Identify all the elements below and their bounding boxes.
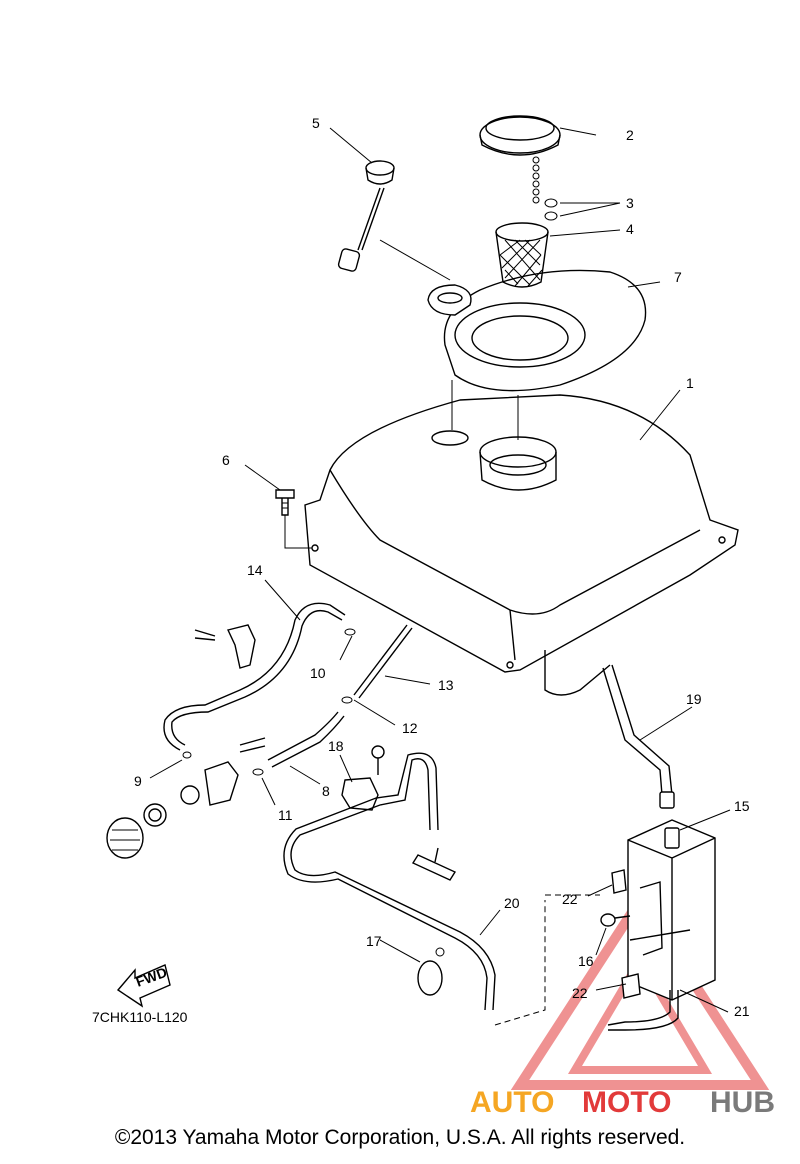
bolt-part-6 bbox=[275, 489, 295, 516]
callout-5: 5 bbox=[312, 115, 320, 131]
callout-9: 9 bbox=[134, 773, 142, 789]
watermark-text: AUTO MOTO HUB bbox=[470, 1086, 775, 1119]
callout-8: 8 bbox=[322, 783, 330, 799]
callout-16: 16 bbox=[578, 953, 594, 969]
copyright-notice: ©2013 Yamaha Motor Corporation, U.S.A. A… bbox=[114, 1126, 686, 1149]
t-joint-fitting bbox=[411, 847, 457, 881]
fwd-arrow-icon: FWD bbox=[116, 964, 171, 1008]
washers-part-3 bbox=[544, 198, 558, 221]
callout-15: 15 bbox=[734, 798, 750, 814]
callout-22-lower: 22 bbox=[572, 985, 588, 1001]
hose-part-14 bbox=[163, 602, 346, 751]
callout-4: 4 bbox=[626, 221, 634, 237]
clip-part-10 bbox=[344, 628, 356, 636]
clip-part-17 bbox=[417, 947, 445, 996]
hose-part-8 bbox=[267, 711, 345, 768]
hose-part-21 bbox=[607, 990, 679, 1031]
callout-12: 12 bbox=[402, 720, 418, 736]
hose-part-20 bbox=[283, 752, 496, 1011]
watermark-auto: AUTO bbox=[470, 1086, 554, 1119]
hose-part-19 bbox=[602, 664, 675, 809]
clip-part-11 bbox=[252, 768, 264, 776]
callout-17: 17 bbox=[366, 933, 382, 949]
callout-19: 19 bbox=[686, 691, 702, 707]
callout-10: 10 bbox=[310, 665, 326, 681]
chain-links bbox=[532, 156, 540, 204]
bolt-part-16 bbox=[600, 913, 631, 927]
leader-lines bbox=[149, 127, 731, 1013]
callout-18: 18 bbox=[328, 738, 344, 754]
callout-13: 13 bbox=[438, 677, 454, 693]
strainer-part-4 bbox=[495, 222, 549, 288]
callout-2: 2 bbox=[626, 127, 634, 143]
watermark-hub: HUB bbox=[710, 1086, 775, 1119]
callout-6: 6 bbox=[222, 452, 230, 468]
rod-part-13 bbox=[353, 624, 413, 699]
fuel-gauge-part-5 bbox=[337, 160, 395, 272]
watermark-moto: MOTO bbox=[582, 1086, 671, 1119]
fuel-cap-part-2 bbox=[479, 115, 561, 156]
callout-1: 1 bbox=[686, 375, 694, 391]
callout-3: 3 bbox=[626, 195, 634, 211]
callout-14: 14 bbox=[247, 562, 263, 578]
tank-cover-part-7 bbox=[427, 269, 647, 392]
callout-11: 11 bbox=[278, 807, 293, 823]
clamp-part-18 bbox=[341, 745, 385, 811]
clip-part-12 bbox=[341, 696, 353, 704]
callout-21: 21 bbox=[734, 1003, 750, 1019]
diagram-code: 7CHK110-L120 bbox=[92, 1009, 188, 1025]
bracket-fitting bbox=[194, 624, 256, 669]
brackets-part-22 bbox=[611, 869, 691, 999]
watermark-logo bbox=[510, 890, 770, 1090]
fuel-cock-assembly bbox=[106, 737, 266, 859]
fuel-tank-part-1 bbox=[304, 394, 739, 696]
callout-7: 7 bbox=[674, 269, 682, 285]
callout-22-upper: 22 bbox=[562, 891, 578, 907]
callout-20: 20 bbox=[504, 895, 520, 911]
canister-part-15 bbox=[627, 819, 716, 1001]
